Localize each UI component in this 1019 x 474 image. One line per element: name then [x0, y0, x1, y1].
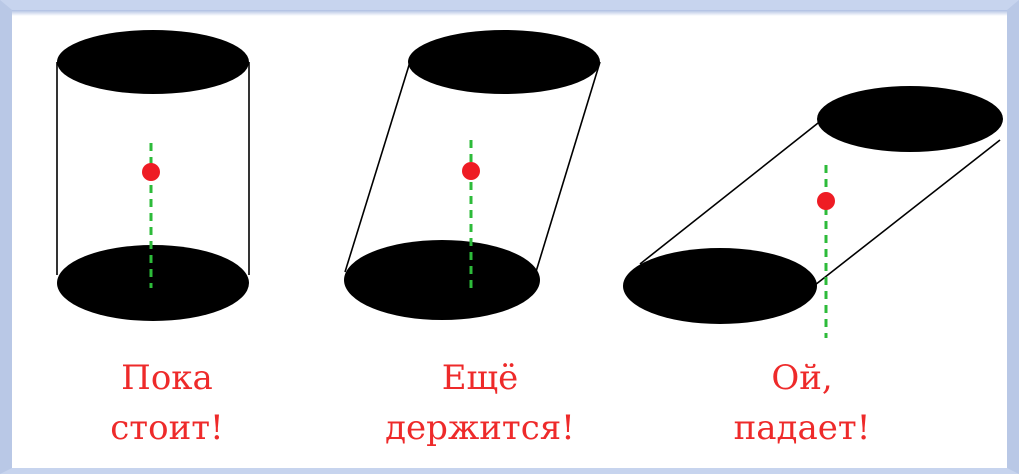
cylinder-left-edge [344, 61, 411, 273]
caption-line-1: Пока [121, 358, 213, 398]
cylinder-upper-edge [639, 107, 838, 265]
cylinder-top-base [817, 86, 1003, 152]
caption-upright: Пока стоит! [82, 353, 252, 453]
caption-line-2: держится! [385, 408, 575, 448]
caption-line-2: стоит! [110, 408, 224, 448]
cylinder-tilted [344, 30, 601, 320]
cylinder-top-base [408, 30, 600, 94]
caption-tilted: Ещё держится! [350, 353, 610, 453]
cylinder-bottom-base [623, 248, 817, 324]
center-of-mass-dot [817, 192, 835, 210]
cylinder-bottom-base [344, 240, 540, 320]
cylinder-falling [623, 86, 1003, 338]
caption-line-1: Ещё [441, 358, 519, 398]
caption-line-2: падает! [733, 408, 871, 448]
cylinder-right-edge [534, 61, 601, 276]
center-of-mass-dot [462, 162, 480, 180]
cylinder-bottom-base [57, 245, 249, 321]
cylinder-top-base [57, 30, 249, 94]
center-of-mass-dot [142, 163, 160, 181]
caption-falling: Ой, падает! [692, 353, 912, 453]
cylinder-upright [56, 30, 250, 321]
cylinder-lower-edge [814, 139, 1001, 286]
caption-line-1: Ой, [771, 358, 833, 398]
